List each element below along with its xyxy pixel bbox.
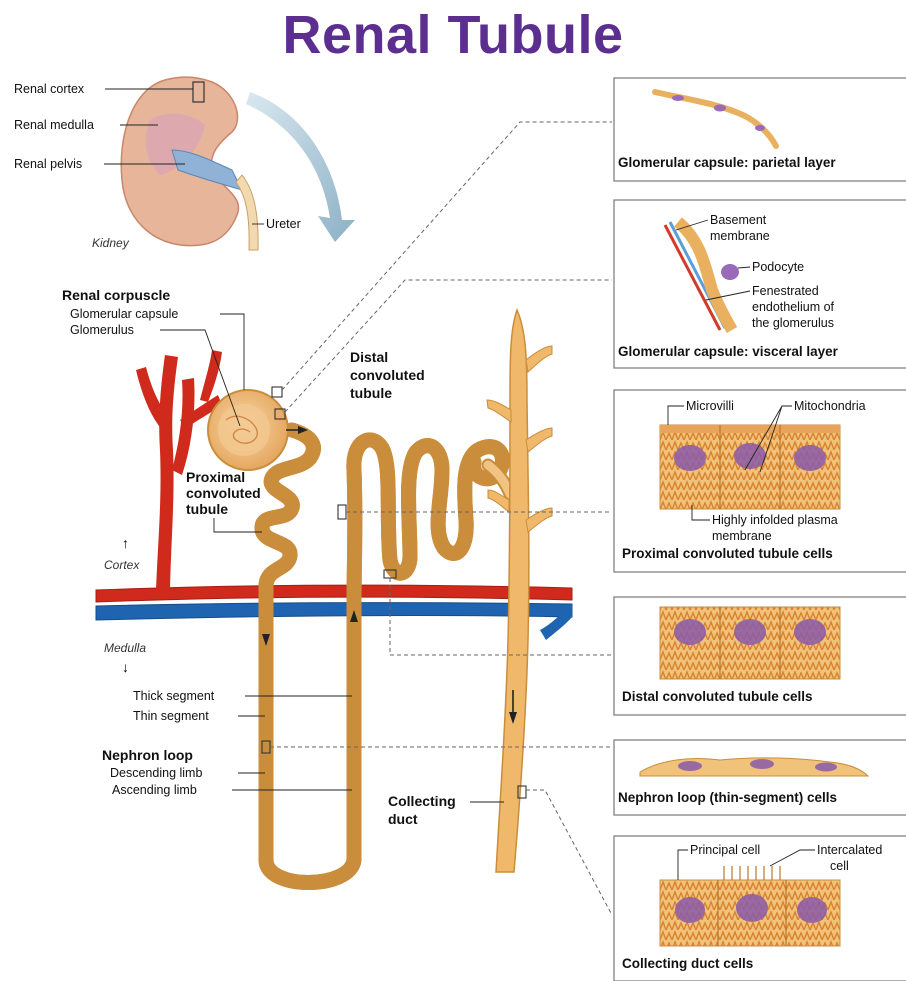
label-basement-line2: membrane <box>710 229 770 243</box>
renal-corpuscle <box>208 390 308 470</box>
label-intercalated-line1: Intercalated <box>817 843 882 857</box>
label-podocyte: Podocyte <box>752 260 804 274</box>
label-renal-pelvis: Renal pelvis <box>14 157 82 171</box>
nephron-tubule <box>262 430 510 883</box>
label-thin-segment: Thin segment <box>133 709 209 723</box>
podocyte-nucleus <box>721 264 739 280</box>
caption-cd-cells: Collecting duct cells <box>622 956 753 971</box>
panel-dct-cells: Distal convoluted tubule cells <box>614 597 906 715</box>
label-dct-line2: convoluted <box>350 367 425 383</box>
label-mitochondria: Mitochondria <box>794 399 866 413</box>
label-collecting-duct-line2: duct <box>388 811 418 827</box>
label-cortex: Cortex <box>104 558 140 572</box>
artery-branch-upper <box>200 350 222 402</box>
label-renal-medulla: Renal medulla <box>14 118 94 132</box>
tubule-fill <box>262 430 503 883</box>
panel-parietal-layer: Glomerular capsule: parietal layer <box>614 78 906 181</box>
arcuate-vein <box>96 603 572 620</box>
panel-visceral-layer: Basement membrane Podocyte Fenestrated e… <box>614 200 906 368</box>
label-principal-cell: Principal cell <box>690 843 760 857</box>
label-fenestrated-line2: endothelium of <box>752 300 835 314</box>
label-medulla: Medulla <box>104 641 146 655</box>
label-kidney-caption: Kidney <box>92 236 130 250</box>
caption-parietal-layer: Glomerular capsule: parietal layer <box>618 155 836 170</box>
label-infolded-line1: Highly infolded plasma <box>712 513 838 527</box>
svg-text:↓: ↓ <box>122 659 129 675</box>
label-collecting-duct-line1: Collecting <box>388 793 456 809</box>
label-glomerular-capsule: Glomerular capsule <box>70 307 178 321</box>
label-dct-line1: Distal <box>350 349 388 365</box>
panel-cd-cells: Principal cell Intercalated cell Collect… <box>614 836 906 981</box>
label-renal-cortex: Renal cortex <box>14 82 85 96</box>
svg-text:↑: ↑ <box>122 535 129 551</box>
label-nephron-loop: Nephron loop <box>102 747 193 763</box>
artery-branch-mid <box>172 378 195 475</box>
caption-dct-cells: Distal convoluted tubule cells <box>622 689 813 704</box>
label-pct-line1: Proximal <box>186 469 245 485</box>
label-fenestrated-line1: Fenestrated <box>752 284 819 298</box>
label-microvilli: Microvilli <box>686 399 734 413</box>
label-dct-line3: tubule <box>350 385 392 401</box>
ureter-shape <box>236 175 258 250</box>
panel-loop-cells: Nephron loop (thin-segment) cells <box>614 740 906 815</box>
caption-pct-cells: Proximal convoluted tubule cells <box>622 546 833 561</box>
label-thick-segment: Thick segment <box>133 689 215 703</box>
label-basement-line1: Basement <box>710 213 767 227</box>
label-ureter: Ureter <box>266 217 301 231</box>
panel-pct-cells: Microvilli Mitochondria Highly infolded … <box>614 390 906 572</box>
label-ascending-limb: Ascending limb <box>112 783 197 797</box>
label-descending-limb: Descending limb <box>110 766 202 780</box>
label-pct-line3: tubule <box>186 501 228 517</box>
label-renal-corpuscle: Renal corpuscle <box>62 287 170 303</box>
caption-visceral-layer: Glomerular capsule: visceral layer <box>618 344 839 359</box>
label-intercalated-line2: cell <box>830 859 849 873</box>
label-infolded-line2: membrane <box>712 529 772 543</box>
glomerulus-shape <box>218 404 270 456</box>
caption-loop-cells: Nephron loop (thin-segment) cells <box>618 790 837 805</box>
label-pct-line2: convoluted <box>186 485 261 501</box>
label-fenestrated-line3: the glomerulus <box>752 316 834 330</box>
interlobular-artery <box>156 355 178 590</box>
label-glomerulus: Glomerulus <box>70 323 134 337</box>
